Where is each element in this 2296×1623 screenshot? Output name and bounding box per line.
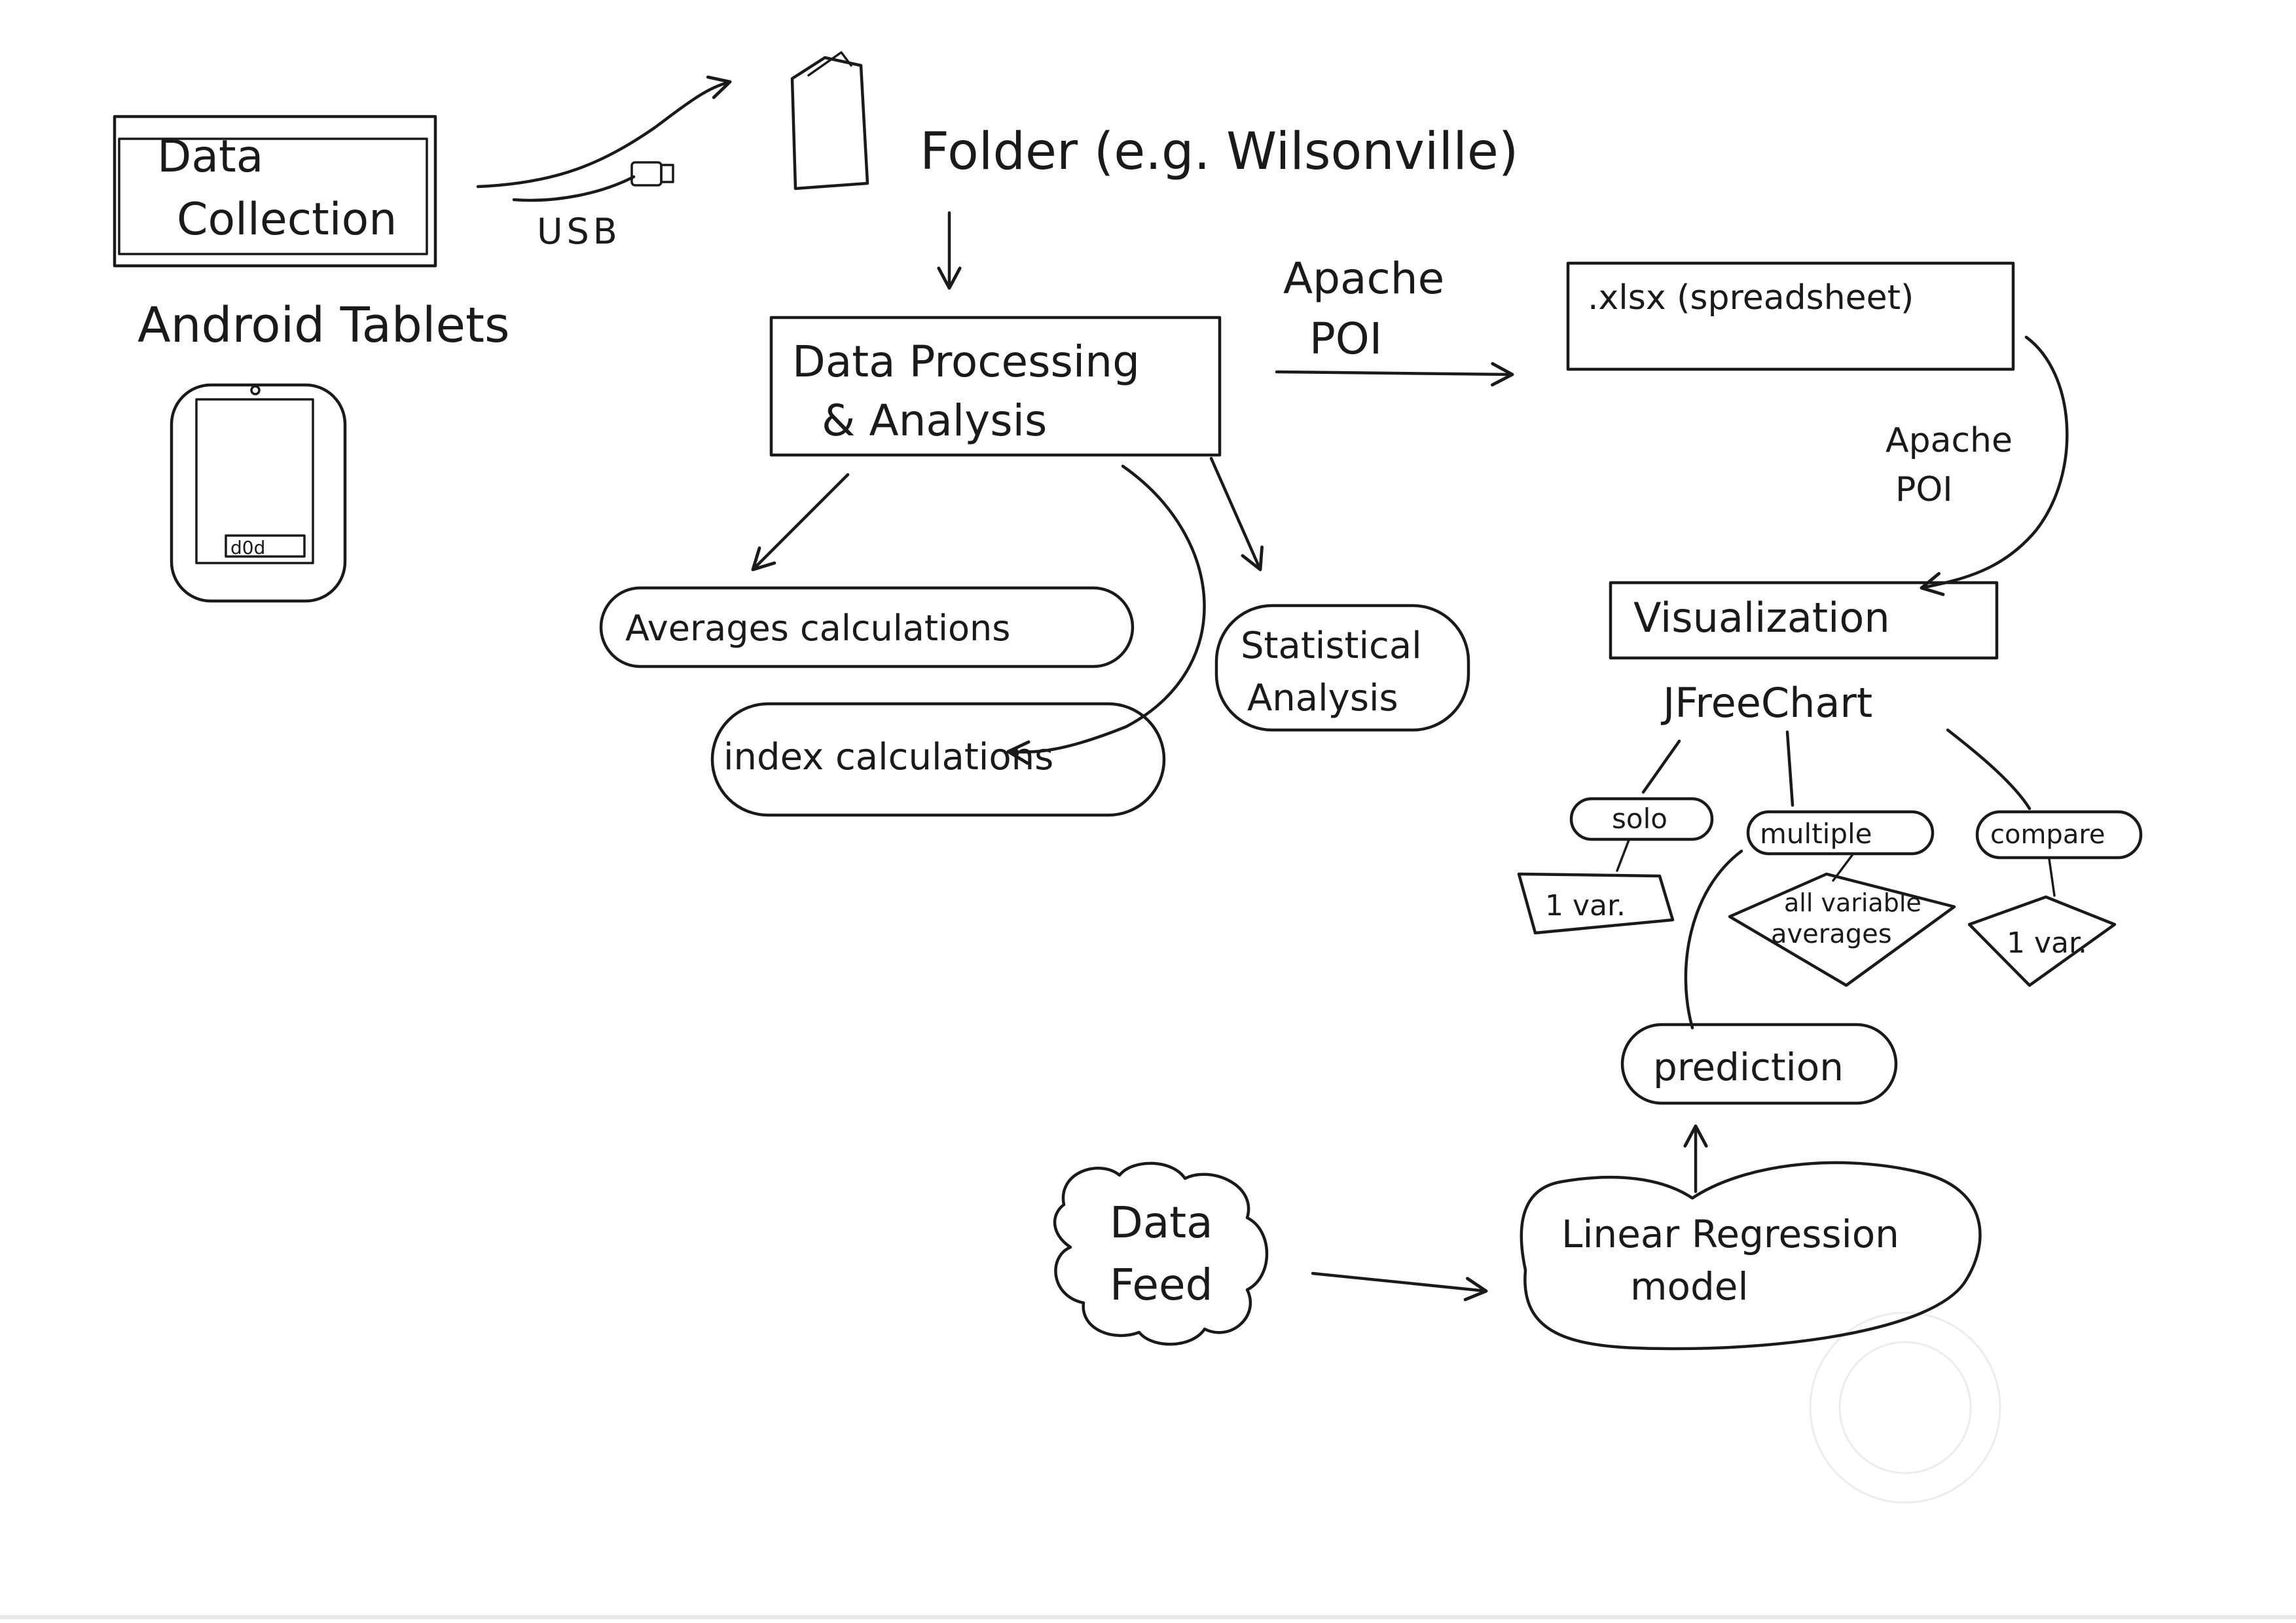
tablet-outer	[170, 383, 347, 603]
solo-oval	[1569, 797, 1714, 841]
tablet-icon: d0d	[170, 383, 347, 603]
prediction-label: prediction	[1653, 1045, 1844, 1089]
branch-to-solo	[1641, 739, 1681, 794]
multiple-oval	[1746, 810, 1935, 856]
xlsx-box	[1566, 261, 2015, 371]
folder-icon	[790, 56, 869, 191]
statistical-node: Statistical Analysis	[1214, 604, 1470, 732]
xlsx-label: .xlsx (spreadsheet)	[1588, 278, 1914, 318]
data-processing-node: Data Processing & Analysis	[769, 316, 1222, 457]
compare-var-node: 1 var.	[1967, 895, 2117, 987]
averages-label: Averages calculations	[625, 608, 1010, 649]
tablet-screen	[195, 398, 314, 564]
index-label: index calculations	[723, 736, 1053, 778]
usb-plug-tip	[660, 164, 674, 183]
apache-poi-connector-2: Apache POI	[1886, 335, 2069, 596]
linear-regression-blob	[1520, 1161, 1982, 1351]
all-variable-shape	[1728, 872, 1956, 987]
data-feed-line-1: Data	[1110, 1197, 1213, 1248]
linear-regression-line-1: Linear Regression	[1561, 1212, 1899, 1256]
statistical-oval	[1214, 604, 1470, 732]
visualization-node: Visualization	[1609, 581, 1999, 660]
tablet-button-box	[225, 534, 306, 558]
all-variable-line-1: all variable	[1784, 888, 1922, 917]
arrow-feed-to-regression	[1311, 1271, 1488, 1302]
data-processing-line-2: & Analysis	[822, 395, 1047, 446]
solo-var-shape	[1517, 872, 1675, 935]
index-oval	[710, 702, 1166, 817]
android-tablets-label: Android Tablets	[137, 297, 510, 354]
prediction-to-multiple-line	[1684, 849, 1743, 1030]
apache-poi-1-line-2: POI	[1309, 314, 1382, 364]
visualization-label: Visualization	[1633, 594, 1890, 642]
data-collection-line-1: Data	[157, 131, 263, 183]
branch-to-compare	[1946, 728, 2032, 811]
solo-label: solo	[1612, 803, 1667, 835]
solo-to-var-line	[1616, 839, 1630, 872]
prediction-oval	[1620, 1023, 1898, 1105]
compare-label: compare	[1990, 820, 2105, 850]
xlsx-node: .xlsx (spreadsheet)	[1566, 261, 2015, 371]
tablet-button-label: d0d	[230, 537, 265, 558]
statistical-line-2: Analysis	[1247, 677, 1398, 720]
data-feed-node: Data Feed	[1053, 1161, 1269, 1346]
branch-to-multiple	[1785, 730, 1795, 807]
compare-node: compare	[1975, 810, 2143, 860]
data-processing-line-1: Data Processing	[792, 337, 1140, 387]
tablet-camera	[250, 385, 261, 395]
solo-node: solo	[1569, 797, 1714, 841]
usb-arrow-upper	[476, 75, 732, 189]
compare-to-var-line	[2048, 858, 2056, 897]
data-collection-line-2: Collection	[177, 194, 397, 246]
usb-connector: USB	[476, 75, 732, 252]
arrow-processing-to-xlsx	[1275, 362, 1514, 387]
folder-label: Folder (e.g. Wilsonville)	[920, 122, 1518, 181]
arrow-processing-to-index	[1006, 464, 1206, 765]
all-variable-node: all variable averages	[1728, 872, 1956, 987]
all-variable-line-2: averages	[1771, 919, 1892, 949]
usb-label: USB	[537, 211, 621, 252]
apache-poi-2-line-1: Apache	[1886, 421, 2013, 460]
usb-arrow-lower	[512, 175, 636, 202]
statistical-line-1: Statistical	[1241, 625, 1422, 667]
apache-poi-1-line-1: Apache	[1283, 253, 1444, 304]
arrow-xlsx-to-visualization	[1920, 335, 2069, 596]
data-collection-inner-box	[118, 137, 428, 255]
multiple-label: multiple	[1760, 818, 1872, 850]
averages-oval	[599, 586, 1135, 668]
data-processing-box	[769, 316, 1222, 457]
averages-node: Averages calculations	[599, 586, 1135, 668]
visualization-box	[1609, 581, 1999, 660]
jfreechart-label: JFreeChart	[1660, 679, 1872, 727]
folder-tab	[807, 51, 852, 77]
data-feed-line-2: Feed	[1110, 1260, 1212, 1310]
compare-var-label: 1 var.	[2007, 926, 2087, 960]
prediction-node: prediction	[1620, 1023, 1898, 1105]
compare-oval	[1975, 810, 2143, 860]
apache-poi-connector-1: Apache POI	[1275, 253, 1514, 387]
data-feed-cloud	[1053, 1161, 1269, 1346]
index-node: index calculations	[710, 702, 1166, 817]
linear-regression-line-2: model	[1630, 1264, 1749, 1309]
compare-var-shape	[1967, 895, 2117, 987]
data-collection-node: Data Collection	[113, 115, 437, 268]
stamp-watermark	[1809, 1311, 2001, 1504]
arrow-processing-to-averages	[751, 473, 850, 572]
multiple-node: multiple	[1746, 810, 1935, 856]
arrow-processing-to-statistical	[1209, 456, 1264, 572]
apache-poi-2-line-2: POI	[1895, 470, 1953, 509]
folder-node: Folder (e.g. Wilsonville)	[790, 51, 1518, 191]
solo-var-label: 1 var.	[1545, 889, 1626, 922]
solo-var-node: 1 var.	[1517, 872, 1675, 935]
usb-plug-icon	[630, 161, 663, 187]
linear-regression-node: Linear Regression model	[1520, 1161, 1982, 1351]
data-collection-box	[113, 115, 437, 268]
